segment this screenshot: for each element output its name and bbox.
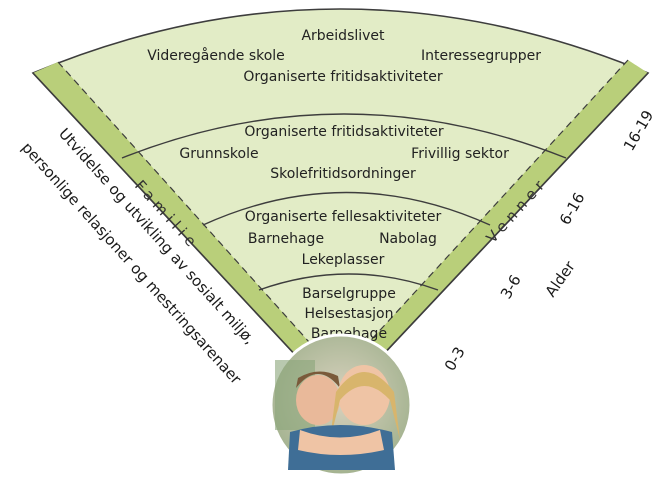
label-barselgruppe: Barselgruppe [302, 286, 396, 302]
band-left [33, 62, 318, 360]
label-videregaende-skole: Videregående skole [147, 47, 285, 64]
label-nabolag: Nabolag [379, 231, 437, 247]
dashed-right [359, 59, 629, 353]
label-interessegrupper: Interessegrupper [421, 48, 541, 64]
arc-zone-2 [202, 191, 491, 226]
label-helsestasjon: Helsestasjon [305, 306, 394, 322]
label-grunnskole: Grunnskole [179, 146, 258, 162]
arc-zone-3 [121, 113, 567, 159]
age-title: Alder [542, 257, 580, 300]
label-organiserte-fellesaktiviteter: Organiserte fellesaktiviteter [245, 209, 442, 225]
label-skolefritidsordninger: Skolefritidsordninger [270, 166, 416, 182]
label-arbeidslivet: Arbeidslivet [301, 28, 385, 44]
children-photo-icon [269, 333, 413, 477]
funnel-outer [31, 8, 650, 361]
label-barnehage-2: Barnehage [248, 231, 324, 247]
age-label-0-3: 0-3 [441, 344, 469, 374]
dashed-left [57, 61, 319, 353]
age-label-3-6: 3-6 [497, 272, 525, 302]
label-organiserte-fritidsaktiviteter: Organiserte fritidsaktiviteter [244, 124, 444, 140]
arc-zone-1 [258, 273, 439, 291]
band-right [360, 60, 648, 360]
label-frivillig-sektor: Frivillig sektor [411, 146, 509, 162]
age-label-6-16: 6-16 [556, 190, 589, 228]
age-label-16-19: 16-19 [620, 107, 657, 154]
label-lekeplasser: Lekeplasser [302, 252, 385, 268]
label-organiserte-fritidsaktiviteter-outer: Organiserte fritidsaktiviteter [243, 69, 443, 85]
